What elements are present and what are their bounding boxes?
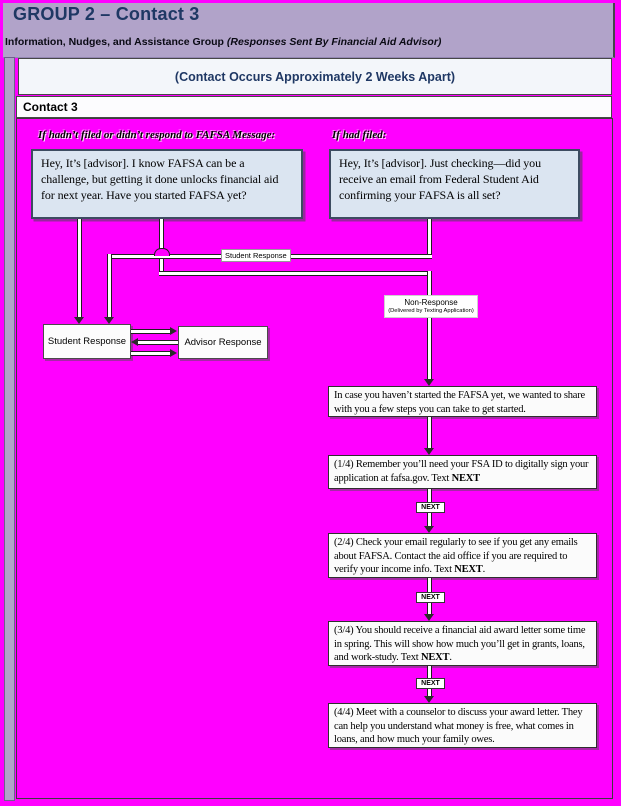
right-message-box: Hey, It’s [advisor]. Just checking—did y… [329, 149, 580, 219]
step-bold: NEXT [454, 564, 483, 576]
connector-left-stub [159, 219, 164, 276]
non-response-subtitle: (Delivered by Texting Application) [388, 308, 474, 314]
step-text: In case you haven’t started the FAFSA ye… [334, 390, 586, 415]
non-response-label: Non-Response (Delivered by Texting Appli… [384, 295, 478, 318]
arrowhead-down-icon [74, 317, 84, 324]
non-response-title: Non-Response [404, 298, 458, 307]
step-bold: NEXT [420, 652, 450, 664]
flow-step-box-1of4: (1/4) Remember you’ll need your FSA ID t… [328, 455, 597, 489]
step-bold: NEXT [451, 472, 481, 484]
connector-right-stub [427, 219, 432, 259]
arrowhead-down-icon [104, 317, 114, 324]
connector-ar-sr-middle [138, 340, 178, 345]
flow-step-box-4of4: (4/4) Meet with a counselor to discuss y… [328, 703, 597, 748]
left-margin-strip [4, 57, 15, 801]
contact-section-header: Contact 3 [16, 96, 612, 118]
page-subtitle: Information, Nudges, and Assistance Grou… [5, 36, 441, 48]
arrowhead-down-icon [424, 614, 434, 621]
connector-nonresponse-vertical [427, 271, 432, 379]
arrowhead-down-icon [424, 696, 434, 703]
arrowhead-right-icon [170, 327, 177, 335]
timing-banner: (Contact Occurs Approximately 2 Weeks Ap… [18, 58, 612, 95]
step-text: (3/4) You should receive a financial aid… [334, 625, 586, 664]
connector-sr-ar-bottom [131, 351, 171, 356]
flow-step-box-3of4: (3/4) You should receive a financial aid… [328, 621, 597, 666]
next-connector-label: NEXT [416, 502, 445, 513]
arrowhead-down-icon [424, 379, 434, 386]
left-message-box: Hey, It’s [advisor]. I know FAFSA can be… [31, 149, 303, 219]
subtitle-main: Information, Nudges, and Assistance Grou… [5, 36, 227, 48]
connector-nonresponse-horizontal [159, 271, 432, 276]
step-text: (2/4) Check your email regularly to see … [334, 537, 578, 576]
step-suffix: . [449, 652, 452, 664]
arrowhead-down-icon [424, 448, 434, 455]
page-title: GROUP 2 – Contact 3 [13, 4, 200, 24]
arrowhead-left-icon [131, 338, 138, 346]
arrowhead-down-icon [424, 526, 434, 533]
student-response-box: Student Response [43, 324, 131, 359]
step-text: (1/4) Remember you’ll need your FSA ID t… [334, 459, 589, 484]
step-suffix: . [482, 564, 486, 576]
left-branch-condition: If hadn’t filed or didn’t respond to FAF… [38, 129, 276, 141]
connector-studentresponse-vertical [107, 254, 112, 317]
connector-sr-ar-top [131, 329, 171, 334]
connector-step-1 [427, 417, 432, 450]
next-connector-label: NEXT [416, 592, 445, 603]
advisor-response-box: Advisor Response [178, 326, 268, 359]
connector-left-to-student [77, 219, 82, 317]
student-response-connector-label: Student Response [221, 249, 291, 262]
right-branch-condition: If had filed: [332, 129, 387, 141]
flow-step-box-intro: In case you haven’t started the FAFSA ye… [328, 386, 597, 417]
flow-step-box-2of4: (2/4) Check your email regularly to see … [328, 533, 597, 578]
arrowhead-right-icon [170, 349, 177, 357]
subtitle-italic: (Responses Sent By Financial Aid Advisor… [226, 36, 442, 48]
connector-line-hop [154, 248, 170, 256]
header-band [3, 3, 615, 58]
next-connector-label: NEXT [416, 678, 445, 689]
step-text: (4/4) Meet with a counselor to discuss y… [334, 707, 583, 746]
